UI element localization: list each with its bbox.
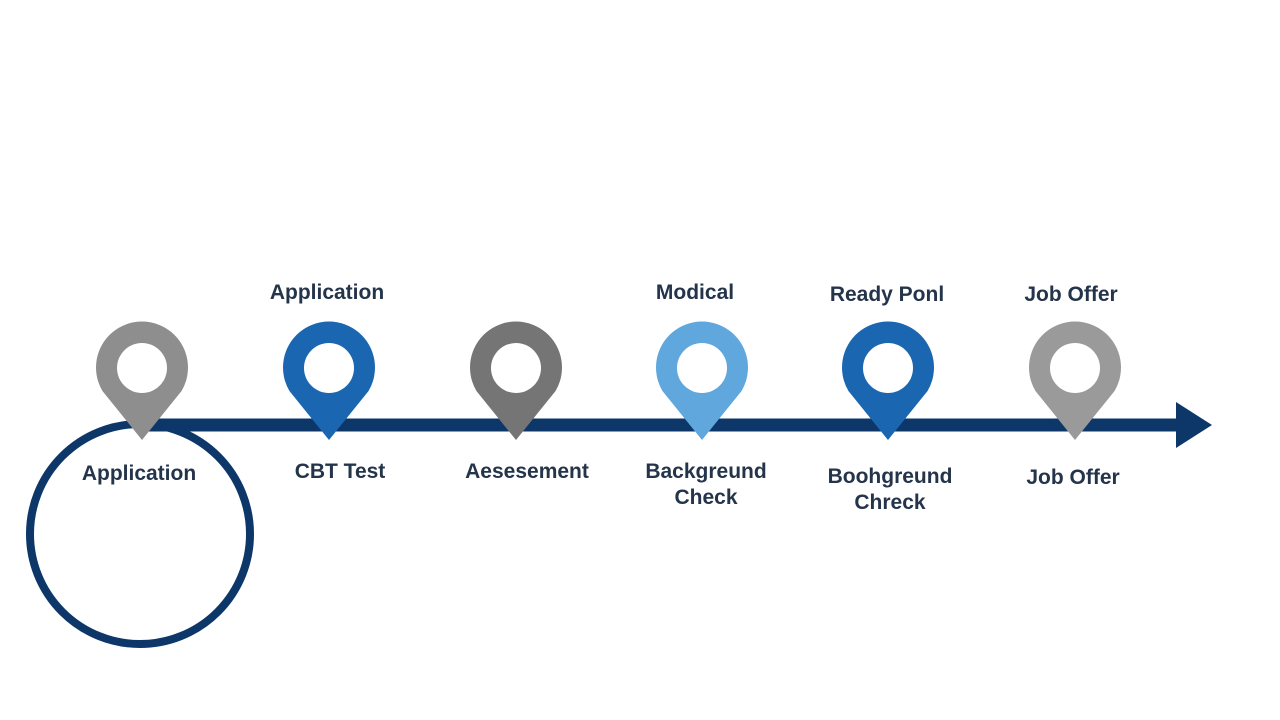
top-label-2: Application — [269, 281, 385, 304]
bottom-label-2: CBT Test — [295, 459, 386, 485]
pin-hole-4 — [677, 343, 727, 393]
pin-marker-icon-2 — [283, 321, 375, 440]
pin-hole-3 — [491, 343, 541, 393]
bottom-label-3-line-1: Aesesement — [465, 460, 589, 483]
bottom-label-4-line-1: Backgreund — [645, 460, 767, 483]
bottom-label-2-line-1: CBT Test — [294, 460, 386, 483]
bottom-label-6-line-1: Job Offer — [1026, 466, 1120, 489]
start-circle — [26, 420, 254, 648]
pin-marker-icon-5 — [842, 321, 934, 440]
pin-hole-1 — [117, 343, 167, 393]
top-label-5: Ready Ponl — [829, 283, 945, 306]
top-label-4: Modical — [655, 281, 735, 304]
bottom-label-4-line-2: Check — [674, 486, 738, 509]
bottom-label-1: Application — [82, 461, 196, 487]
pin-markers — [95, 321, 1121, 440]
top-label-6: Job Offer — [1024, 283, 1118, 306]
pin-marker-icon-6 — [1029, 321, 1121, 440]
timeline-arrow-head — [1176, 402, 1212, 448]
pin-hole-2 — [304, 343, 354, 393]
bottom-label-6: Job Offer — [1026, 465, 1119, 491]
pin-marker-icon-4 — [656, 321, 748, 440]
bottom-label-1-line-1: Application — [81, 462, 197, 485]
pin-hole-5 — [863, 343, 913, 393]
pin-marker-icon-1 — [95, 321, 188, 440]
bottom-label-5-line-2: Chreck — [854, 491, 926, 514]
pin-hole-6 — [1050, 343, 1100, 393]
bottom-label-5-line-1: Boohgreund — [827, 465, 953, 488]
bottom-label-5: Boohgreund Chreck — [828, 464, 953, 516]
bottom-label-4: Backgreund Check — [645, 459, 766, 511]
bottom-label-3: Aesesement — [465, 459, 589, 485]
pin-marker-icon-3 — [470, 321, 562, 440]
